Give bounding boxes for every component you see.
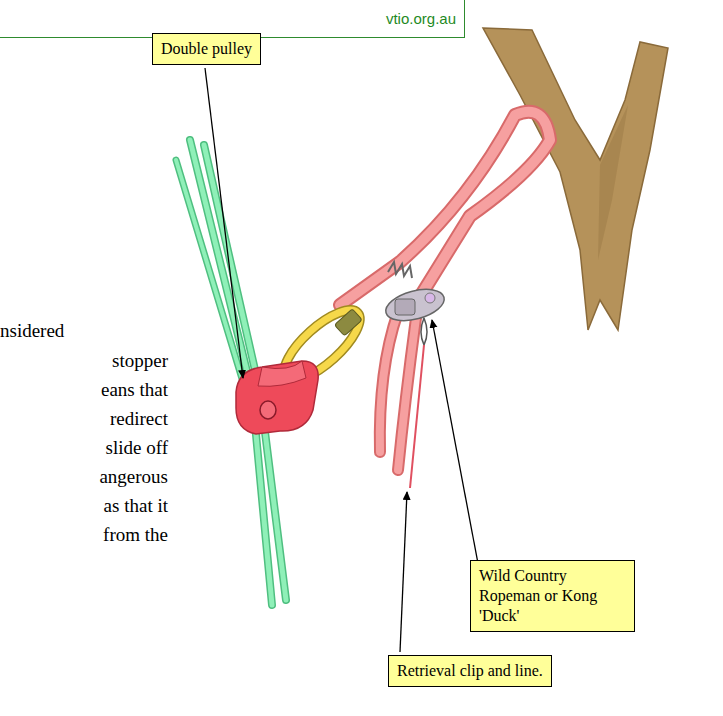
pulley-axle [260, 401, 276, 419]
paragraph-fragment: from the [103, 524, 168, 546]
paragraph-fragment: stopper [112, 350, 168, 372]
callout-text: Double pulley [161, 39, 252, 59]
paragraph-fragment: angerous [99, 466, 168, 488]
paragraph-fragment: redirect [110, 408, 168, 430]
ropeman-device [382, 284, 447, 327]
retrieval-clip [421, 318, 427, 345]
retrieval-line [410, 345, 424, 488]
ropeman-device [395, 299, 415, 315]
callout-text: Retrieval clip and line. [397, 661, 543, 681]
tree-shade [598, 105, 628, 260]
website-text: vtio.org.au [0, 10, 456, 27]
double-pulley [236, 361, 318, 434]
leader-arrow [205, 68, 243, 378]
pink-rope [340, 112, 550, 470]
leader-arrow [400, 492, 407, 652]
paragraph-fragment: nsidered [0, 320, 64, 342]
paragraph-fragment: eans that [101, 379, 168, 401]
barrel-connector [334, 309, 362, 336]
callout-box: Wild Country Ropeman or Kong 'Duck' [470, 560, 635, 632]
callout-box: Double pulley [152, 33, 261, 65]
ropeman-pin [425, 293, 435, 303]
leader-arrow [432, 320, 480, 574]
callout-text: Wild Country Ropeman or Kong 'Duck' [479, 566, 626, 626]
paragraph-fragment: as that it [104, 495, 168, 517]
callout-box: Retrieval clip and line. [388, 655, 552, 687]
paragraph-fragment: slide off [106, 437, 168, 459]
double-pulley [258, 361, 306, 386]
spring [388, 262, 412, 278]
